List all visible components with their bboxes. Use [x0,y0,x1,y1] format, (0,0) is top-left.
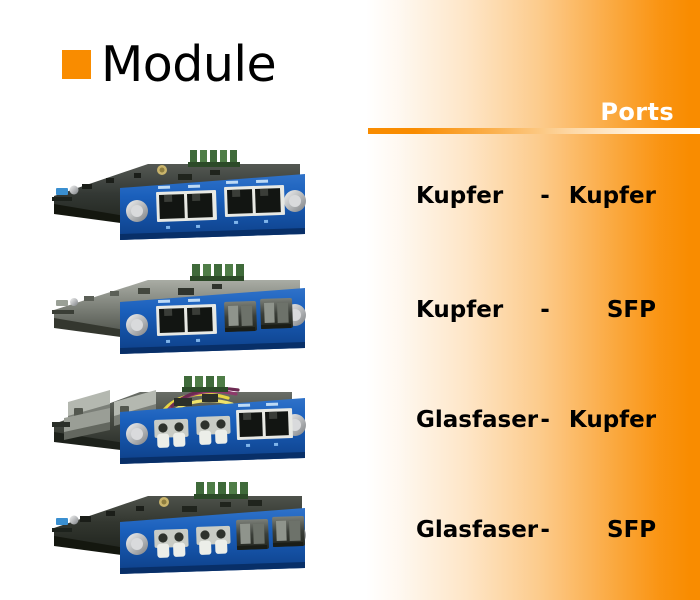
rj45-port-group-right [236,402,293,447]
port-right-label: SFP [607,517,657,543]
rj45-port-group-left [156,298,217,343]
ports-row-list: Kupfer - Kupfer Kupfer - SFP Glasfaser -… [366,140,700,600]
port-separator: - [540,183,550,209]
port-left-label: Kupfer [416,297,504,323]
port-separator: - [540,297,550,323]
ports-gradient-panel [366,0,700,600]
port-left-label: Glasfaser [416,517,539,543]
sfp-cage-group-right [224,297,293,332]
list-item: Kupfer - Kupfer [366,178,700,214]
port-left-label: Kupfer [416,183,504,209]
port-separator: - [540,517,550,543]
rj45-port-group-right [224,179,285,224]
header-divider [368,128,700,134]
page-title: Module [101,36,277,93]
module-image-fiber-copper [52,372,342,468]
ports-column-header: Ports [600,98,674,126]
list-item: Glasfaser - SFP [366,512,700,548]
heatsink-fins [194,482,248,499]
list-item: Kupfer - SFP [366,292,700,328]
slide-title: Module [62,36,277,93]
port-right-label: Kupfer [568,183,656,209]
lc-fiber-port-group-left [154,525,231,558]
module-image-copper-copper [52,148,342,244]
port-left-label: Glasfaser [416,407,539,433]
sfp-cage-group-right [236,515,305,550]
port-right-label: Kupfer [568,407,657,433]
port-separator: - [540,407,550,433]
list-item: Glasfaser - Kupfer [366,402,700,438]
port-right-label: SFP [606,297,656,323]
module-image-copper-sfp [52,262,342,358]
heatsink-fins [182,376,228,392]
heatsink-fins [188,150,240,167]
rj45-port-group-left [156,184,217,229]
bullet-square-icon [62,50,91,79]
heatsink-fins [190,264,244,281]
module-image-fiber-sfp [52,482,342,578]
lc-fiber-port-group-left [154,415,231,448]
